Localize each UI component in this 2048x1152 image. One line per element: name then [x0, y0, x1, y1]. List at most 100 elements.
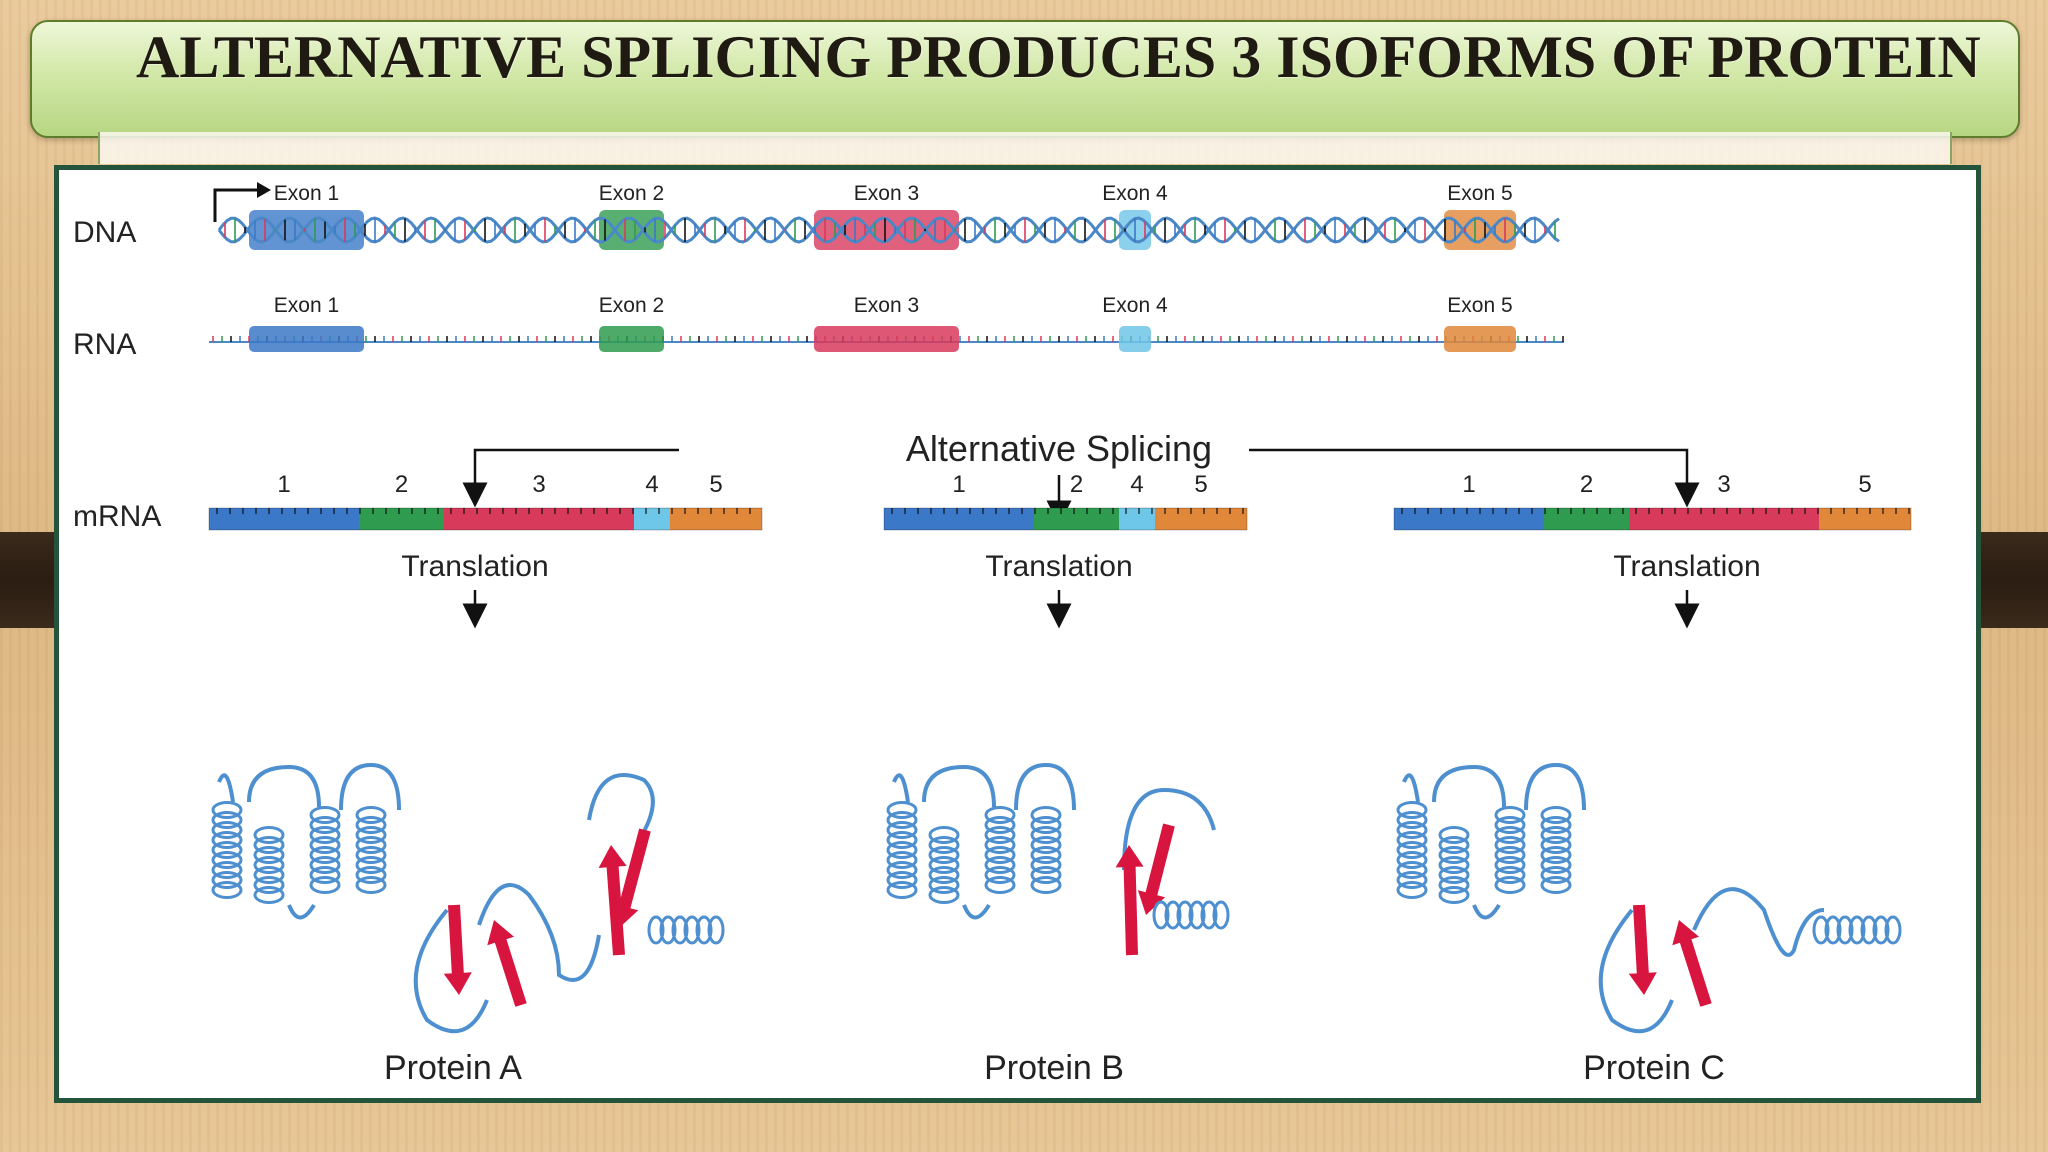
dna-exon-label: Exon 1 — [274, 182, 339, 205]
beta-strand-arrow — [443, 904, 472, 995]
rna-row-label: RNA — [73, 328, 136, 361]
helix-coil-horizontal — [1812, 915, 1902, 945]
helix-coil — [211, 801, 243, 899]
mrna-segment — [1819, 508, 1911, 530]
dna-exon-label: Exon 2 — [599, 182, 664, 205]
beta-strand-arrow — [487, 920, 527, 1007]
helix-coil — [1438, 826, 1470, 904]
protein-loops — [413, 773, 655, 1034]
mrna-exon-number: 4 — [1130, 471, 1143, 498]
mrna-segment — [634, 508, 670, 530]
dna-exon-label: Exon 4 — [1102, 182, 1168, 205]
title-underlay — [98, 132, 1952, 164]
mrna-segment — [884, 508, 1034, 530]
helix-coil — [1494, 806, 1526, 894]
protein-loops — [217, 762, 401, 920]
mrna-segment — [1034, 508, 1119, 530]
mrna-segment — [1155, 508, 1247, 530]
mrna-exon-number: 1 — [1462, 471, 1475, 498]
beta-strand-arrow — [1672, 920, 1712, 1007]
mrna-segment — [444, 508, 634, 530]
rna-exon-label: Exon 5 — [1447, 294, 1512, 317]
mrna-outline — [1393, 507, 1912, 531]
mrna-row-label: mRNA — [73, 500, 161, 533]
mrna-segment — [670, 508, 762, 530]
protein-label: Protein A — [384, 1049, 522, 1087]
mrna-exon-number: 5 — [709, 471, 722, 498]
mrna-exon-number: 5 — [1194, 471, 1207, 498]
helix-coil — [1396, 801, 1428, 899]
rna-exon-1 — [249, 326, 364, 352]
rna-exon-3 — [814, 326, 959, 352]
helix-coil — [1540, 806, 1572, 894]
translation-label: Translation — [1613, 550, 1760, 583]
helix-coil-horizontal — [1152, 900, 1230, 930]
mrna-exon-number: 5 — [1858, 471, 1871, 498]
beta-strand-arrow — [598, 845, 627, 956]
protein-loops — [1402, 762, 1586, 920]
dna-exon-1 — [249, 210, 364, 250]
promoter-arrow-icon — [213, 182, 271, 222]
dna-exon-label: Exon 3 — [854, 182, 919, 205]
translation-label: Translation — [985, 550, 1132, 583]
dna-exon-boxes — [249, 210, 1516, 250]
helix-coil-horizontal — [647, 915, 725, 945]
rna-exon-labels: Exon 1 Exon 2 Exon 3 Exon 4 Exon 5 — [274, 294, 1513, 317]
protein-loops — [1598, 887, 1825, 1034]
mrna-segment — [1629, 508, 1819, 530]
beta-strand-arrow — [1137, 823, 1175, 915]
mrna-segment — [1394, 508, 1544, 530]
rna-exon-4 — [1119, 326, 1151, 352]
protein-loops — [1122, 787, 1216, 871]
helix-coil — [928, 826, 960, 904]
alternative-splicing-label: Alternative Splicing — [906, 428, 1212, 469]
beta-strand-arrow — [1628, 904, 1657, 995]
protein-loops — [892, 762, 1076, 920]
rna-exon-label: Exon 1 — [274, 294, 339, 317]
helix-coil — [886, 801, 918, 899]
helix-coil — [984, 806, 1016, 894]
dna-exon-label: Exon 5 — [1447, 182, 1512, 205]
rna-exon-boxes — [249, 326, 1516, 352]
mrna-exon-number: 3 — [1717, 471, 1730, 498]
protein-label: Protein C — [1583, 1049, 1725, 1087]
rna-exon-2 — [599, 326, 664, 352]
slide-title: ALTERNATIVE SPLICING PRODUCES 3 ISOFORMS… — [136, 24, 1981, 90]
mrna-exon-number: 4 — [645, 471, 658, 498]
helix-coil — [253, 826, 285, 904]
mrna-exon-number: 1 — [952, 471, 965, 498]
mrna-segment — [359, 508, 444, 530]
mrna-exon-number: 2 — [395, 471, 408, 498]
translation-label: Translation — [401, 550, 548, 583]
mrna-exon-number: 3 — [532, 471, 545, 498]
mrna-exon-number: 2 — [1070, 471, 1083, 498]
rna-exon-label: Exon 2 — [599, 294, 664, 317]
rna-exon-5 — [1444, 326, 1516, 352]
dna-double-helix — [217, 216, 1560, 244]
splicing-arrows — [462, 448, 1700, 526]
mrna-exon-number: 2 — [1580, 471, 1593, 498]
mrna-exon-number: 1 — [277, 471, 290, 498]
dna-row-label: DNA — [73, 216, 136, 249]
title-banner: ALTERNATIVE SPLICING PRODUCES 3 ISOFORMS… — [30, 20, 2020, 138]
mrna-segment — [1119, 508, 1155, 530]
helix-coil — [1030, 806, 1062, 894]
mrna-segment — [209, 508, 359, 530]
protein-label: Protein B — [984, 1049, 1124, 1087]
dna-exon-labels: Exon 1 Exon 2 Exon 3 Exon 4 Exon 5 — [274, 182, 1513, 205]
helix-coil — [355, 806, 387, 894]
beta-strand-arrow — [1115, 845, 1144, 956]
beta-strand-arrow — [611, 828, 651, 928]
mrna-outline — [208, 507, 763, 531]
mrna-outline — [883, 507, 1248, 531]
rna-exon-label: Exon 3 — [854, 294, 919, 317]
mrna-segment — [1544, 508, 1629, 530]
dna-exon-2 — [599, 210, 664, 250]
rna-exon-label: Exon 4 — [1102, 294, 1168, 317]
